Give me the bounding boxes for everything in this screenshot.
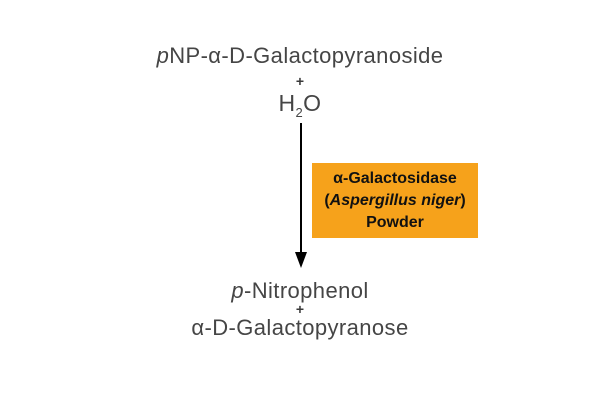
species-close-paren: )	[460, 191, 466, 209]
reactants-plus-sign: +	[295, 73, 305, 89]
product1-italic-prefix: p	[231, 278, 244, 303]
reactant-water-label: H2O	[0, 90, 600, 119]
enzyme-label-box: α-Galactosidase (Aspergillus niger) Powd…	[312, 163, 478, 238]
water-subscript: 2	[295, 105, 304, 120]
enzyme-form: Powder	[366, 213, 424, 231]
product-nitrophenol-label: p-Nitrophenol	[0, 279, 600, 303]
products-plus-sign: +	[295, 301, 305, 317]
substrate-italic-prefix: p	[156, 43, 170, 68]
reaction-arrow-head-icon	[295, 252, 307, 268]
product-galactopyranose-label: α-D-Galactopyranose	[191, 315, 409, 340]
enzyme-species-line: (Aspergillus niger)	[324, 190, 465, 212]
reaction-arrow-shaft	[300, 123, 302, 254]
water-h: H	[278, 90, 296, 116]
species-open-paren: (	[324, 191, 330, 209]
substrate-name: NP-α-D-Galactopyranoside	[169, 43, 444, 68]
water-o: O	[303, 90, 322, 116]
enzyme-name: α-Galactosidase	[333, 169, 457, 187]
product1-name: -Nitrophenol	[244, 278, 369, 303]
species-name-italic: Aspergillus niger	[329, 191, 461, 209]
reactant-substrate-label: pNP-α-D-Galactopyranoside	[0, 44, 600, 68]
